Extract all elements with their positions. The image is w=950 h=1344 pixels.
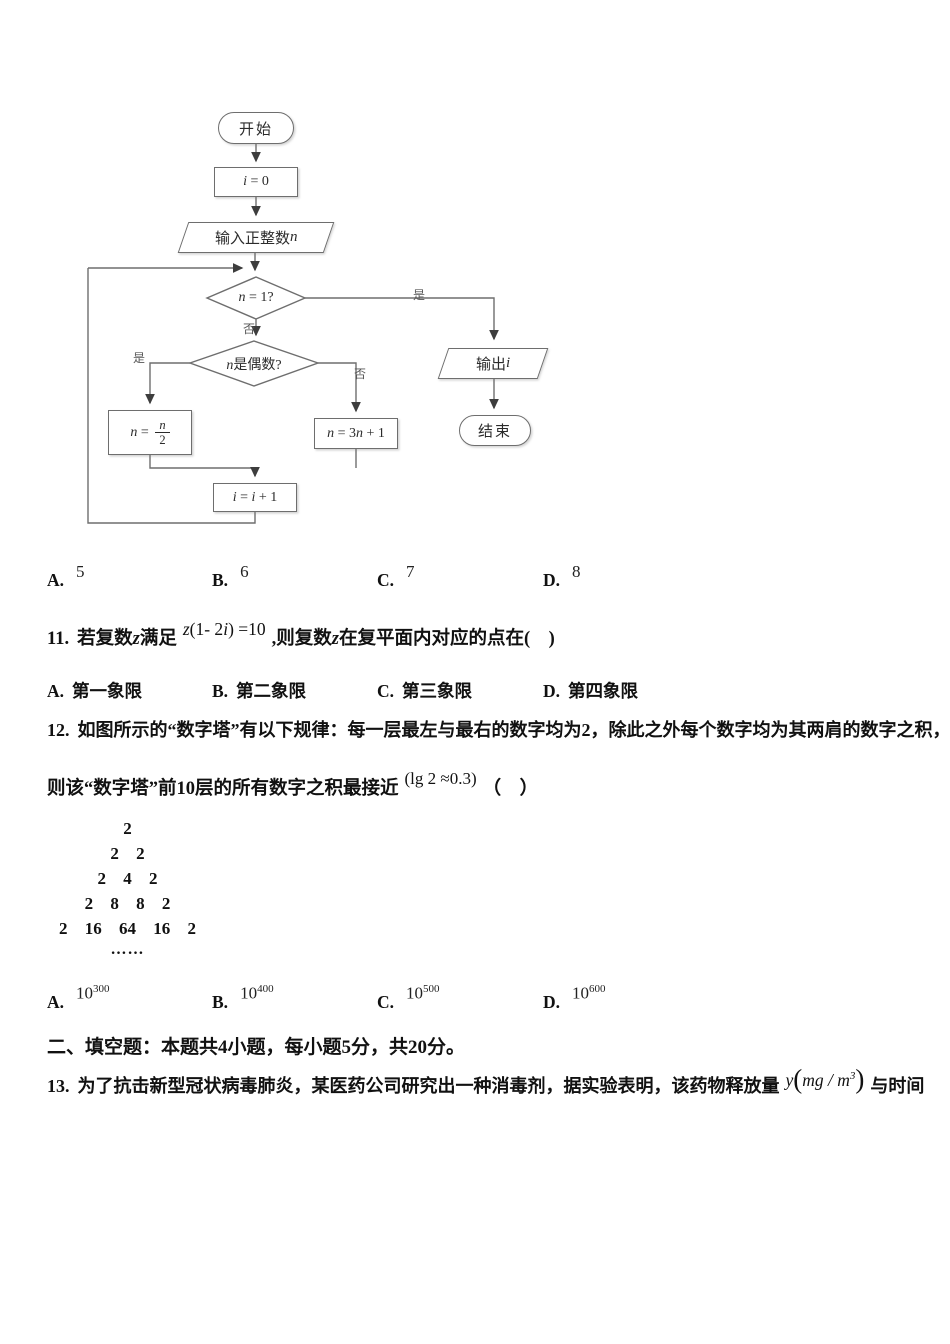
question-11-number: 11. [47, 629, 70, 649]
increment-label: i = i + 1 [232, 489, 278, 505]
option-q11-a: A.第一象限 [47, 681, 143, 701]
yes-edge-label-left: 是 [133, 351, 146, 365]
tower-row-4: 2 8 8 2 [84, 894, 171, 913]
option-flow-b: B.6 [212, 562, 249, 590]
no-edge-label-right: 否 [354, 367, 367, 381]
decision-n-even [187, 340, 321, 387]
option-flow-d: D.8 [543, 562, 581, 590]
question-13: 13.为了抗击新型冠状病毒肺炎，某医药公司研究出一种消毒剂，据实验表明，该药物释… [47, 1064, 925, 1097]
start-label: 开始 [238, 121, 273, 138]
init-label: i = 0 [243, 174, 269, 189]
option-q11-c: C.第三象限 [377, 681, 473, 701]
option-q11-d: D.第四象限 [543, 681, 639, 701]
flowchart-end-node: 结束 [459, 415, 531, 446]
option-flow-c: C.7 [377, 562, 415, 590]
number-tower: 2 2 2 2 4 2 2 8 8 2 2 16 64 16 2 …… [5, 816, 250, 963]
tower-row-2: 2 2 [110, 844, 145, 863]
option-q12-a: A.10300 [47, 983, 110, 1012]
option-flow-a: A.5 [47, 562, 85, 590]
flowchart-connectors [87, 144, 499, 524]
triple-label: n = 3n + 1 [327, 425, 385, 441]
flowchart-start-node: 开始 [218, 112, 294, 144]
section-2-header: 二、填空题：本题共4小题，每小题5分，共20分。 [47, 1037, 466, 1058]
question-12-formula: (lg 2 ≈0.3) [404, 769, 477, 788]
question-12-line2: 则该“数字塔”前10层的所有数字之积最接近(lg 2 ≈0.3)（ ） [47, 769, 539, 799]
decision-n-equals-1 [205, 276, 307, 320]
flowchart-triple-node: n = 3n + 1 [314, 418, 398, 449]
yes-edge-label-right: 是 [413, 288, 426, 302]
question-12-number: 12. [47, 720, 70, 740]
tower-row-1: 2 [123, 819, 132, 838]
tower-row-3: 2 4 2 [97, 869, 158, 888]
option-q11-b: B.第二象限 [212, 681, 307, 701]
flowchart-init-node: i = 0 [214, 167, 298, 197]
question-13-number: 13. [47, 1076, 70, 1096]
question-13-formula: y(mg / m3) [785, 1064, 865, 1094]
question-11-formula: z(1- 2i) =10 [182, 619, 266, 639]
tower-ellipsis: …… [110, 941, 145, 958]
option-q12-b: B.10400 [212, 983, 274, 1012]
no-edge-label-down: 否 [243, 322, 256, 336]
option-q12-d: D.10600 [543, 983, 606, 1012]
question-12-line1: 12.如图所示的“数字塔”有以下规律：每一层最左与最右的数字均为2，除此之外每个… [47, 720, 950, 740]
tower-row-5: 2 16 64 16 2 [59, 919, 196, 938]
option-q12-c: C.10500 [377, 983, 440, 1012]
flowchart-increment-node: i = i + 1 [213, 483, 297, 512]
end-label: 结束 [477, 424, 512, 440]
